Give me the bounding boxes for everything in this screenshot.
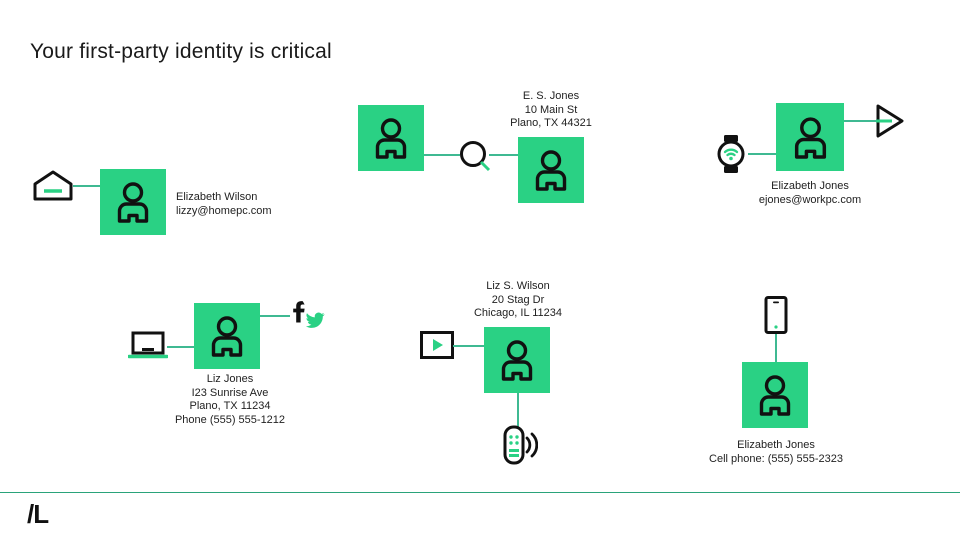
connector-line [844,120,878,122]
caption-line: Liz Jones [206,373,254,385]
person-icon [759,375,791,416]
connector-line [167,346,194,348]
caption-line: ejones@workpc.com [758,193,862,206]
footer-divider [0,491,960,493]
caption-line: lizzy@homepc.com [176,204,272,217]
caption-line: Plano, TX 44321 [510,117,592,129]
home-icon[interactable] [31,169,75,201]
person-icon [501,340,533,381]
caption-line: 20 Stag Dr [491,293,545,306]
play-triangle-icon[interactable] [874,103,906,139]
caption-line: Phone (555) 555-1212 [174,413,286,426]
person-icon [117,182,149,223]
person-tile[interactable] [100,169,166,235]
cluster-caption: Elizabeth Jones Cell phone: (555) 555-23… [700,439,852,466]
caption-line: Chicago, IL 11234 [473,307,563,319]
video-box-icon[interactable] [420,331,454,359]
person-tile[interactable] [742,362,808,428]
person-tile[interactable] [518,137,584,203]
person-tile[interactable] [358,105,424,171]
remote-control-icon[interactable] [502,425,538,465]
person-icon [535,150,567,191]
person-icon [211,316,243,357]
facebook-icon[interactable] [290,300,308,324]
caption-line: I23 Sunrise Ave [191,386,269,399]
cluster-caption: Elizabeth Wilson lizzy@homepc.com [176,191,272,218]
caption-line: Elizabeth Jones [737,439,815,451]
caption-line: Plano, TX 11234 [189,400,271,412]
cluster-caption: E. S. Jones 10 Main St Plano, TX 44321 [476,90,626,131]
connector-line [775,334,777,363]
twitter-icon[interactable] [305,312,325,330]
cluster-caption: Liz Jones I23 Sunrise Ave Plano, TX 1123… [155,373,305,427]
page-title: Your first-party identity is critical [30,40,332,63]
caption-line: E. S. Jones [522,90,580,102]
person-tile[interactable] [194,303,260,369]
person-icon [375,118,407,159]
caption-line: Cell phone: (555) 555-2323 [709,452,843,465]
cluster-caption: Elizabeth Jones ejones@workpc.com [735,180,885,207]
laptop-icon[interactable] [128,331,168,361]
caption-line: Liz S. Wilson [486,280,550,292]
smartphone-icon[interactable] [764,296,788,334]
caption-line: Elizabeth Wilson [176,191,258,203]
person-tile[interactable] [484,327,550,393]
brand-logo: /L [27,499,49,529]
cluster-caption: Liz S. Wilson 20 Stag Dr Chicago, IL 112… [443,280,593,321]
connector-line [73,185,100,187]
person-tile[interactable] [776,103,844,171]
magnifier-icon[interactable] [458,139,492,173]
connector-line [424,154,460,156]
connector-line [260,315,290,317]
connector-line [517,393,519,429]
person-icon [794,116,826,159]
connector-line [489,154,519,156]
smartwatch-icon[interactable] [714,134,748,174]
caption-line: Elizabeth Jones [771,180,849,192]
caption-line: 10 Main St [524,103,578,116]
connector-line [748,153,777,155]
connector-line [453,345,485,347]
